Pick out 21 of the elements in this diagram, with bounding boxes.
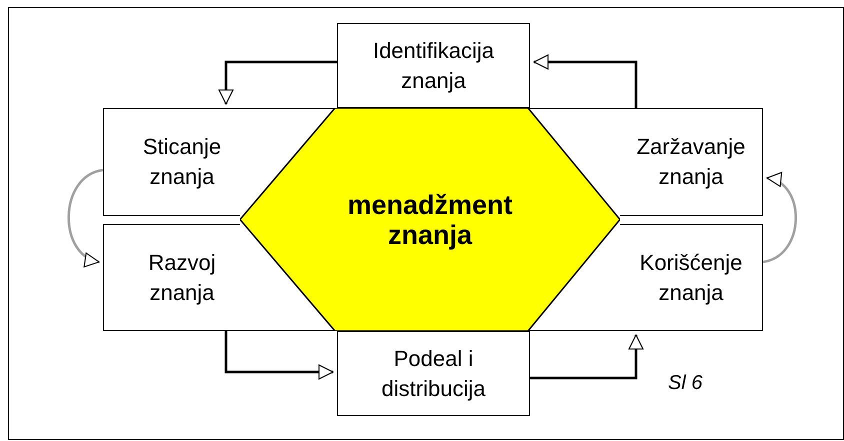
box-label: Podeal i distribucija bbox=[380, 344, 486, 403]
process-box bbox=[103, 224, 240, 331]
process-box bbox=[103, 108, 240, 216]
process-box bbox=[337, 23, 530, 108]
block-arrow bbox=[218, 60, 337, 105]
box-label: Identifikacija znanja bbox=[372, 36, 496, 95]
process-box bbox=[337, 331, 530, 416]
figure-number: Sl 6 bbox=[668, 371, 702, 396]
center-title: menadžment znanja bbox=[346, 190, 514, 250]
process-box bbox=[620, 224, 763, 331]
block-arrow bbox=[530, 334, 644, 380]
box-label: Sticanje znanja bbox=[142, 133, 222, 191]
box-label: Razvoj znanja bbox=[147, 248, 217, 307]
box-label: Korišćenje znanja bbox=[638, 248, 744, 307]
block-arrow bbox=[224, 331, 334, 380]
box-label: Zaržavanje znanja bbox=[636, 133, 746, 191]
block-arrow bbox=[762, 174, 797, 264]
process-box bbox=[620, 108, 763, 216]
block-arrow bbox=[533, 54, 638, 108]
block-arrow bbox=[68, 168, 104, 265]
hexagon bbox=[240, 108, 620, 331]
